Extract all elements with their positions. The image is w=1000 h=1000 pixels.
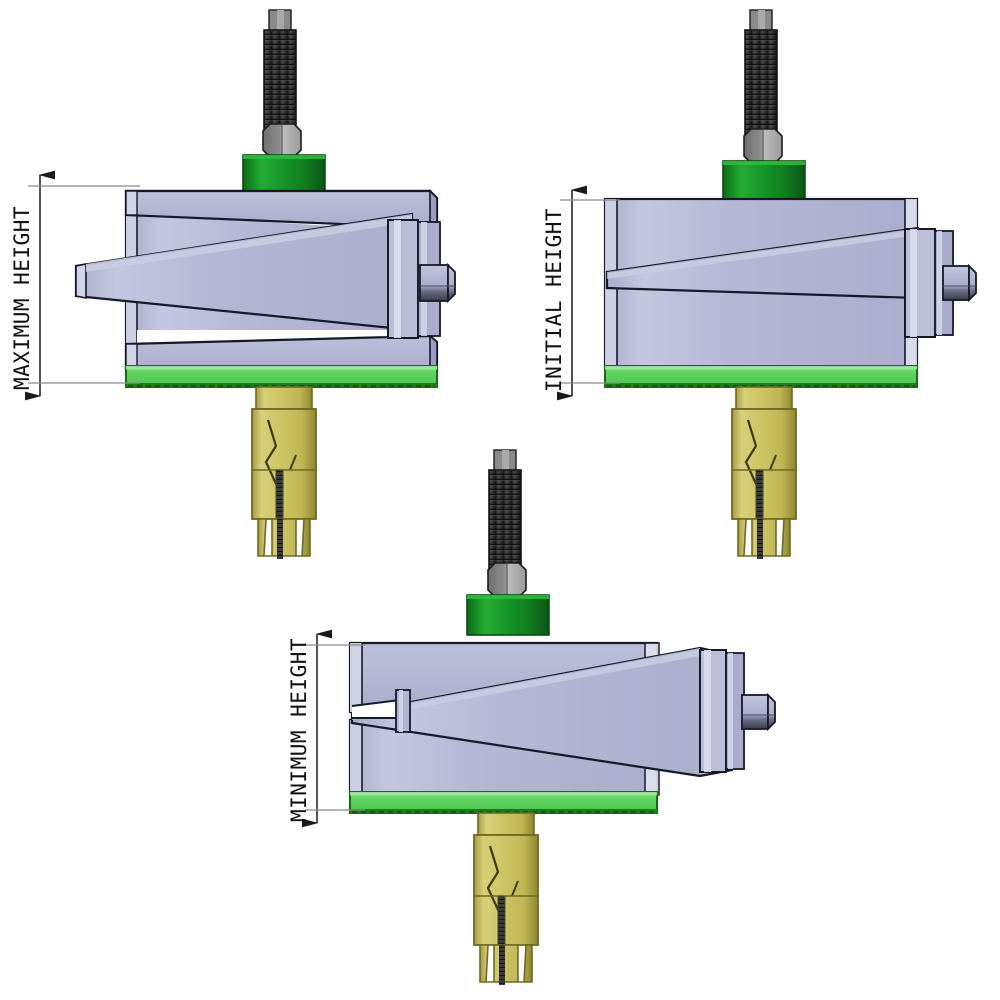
green-base-plate (604, 365, 918, 388)
wedge-slide (74, 212, 414, 332)
hex-nut (743, 128, 783, 164)
maximum-height-view: MAXIMUM HEIGHT (10, 9, 456, 559)
dimension-maximum-height: MAXIMUM HEIGHT (10, 170, 140, 401)
wedge-slide (605, 226, 920, 300)
green-collar (722, 160, 806, 202)
dimension-label-initial-height: INITIAL HEIGHT (542, 208, 566, 392)
expansion-anchor (251, 386, 317, 559)
dimension-label-minimum-height: MINIMUM HEIGHT (287, 638, 311, 822)
minimum-height-view: MINIMUM HEIGHT (287, 449, 776, 985)
threaded-rod (488, 449, 522, 571)
wedge-rib (699, 649, 745, 773)
initial-height-view: INITIAL HEIGHT (542, 9, 977, 559)
side-hex-bolt (419, 262, 456, 304)
green-base-plate (125, 365, 438, 388)
dimension-label-maximum-height: MAXIMUM HEIGHT (10, 206, 34, 390)
dimension-initial-height: INITIAL HEIGHT (542, 185, 620, 401)
dimension-minimum-height: MINIMUM HEIGHT (287, 629, 365, 828)
expansion-anchor (731, 386, 797, 559)
hex-nut (487, 562, 527, 598)
threaded-rod (263, 9, 297, 132)
wedge-slide (350, 646, 734, 778)
side-hex-bolt (942, 263, 977, 303)
green-collar (466, 594, 550, 636)
green-base-plate (349, 791, 658, 814)
side-hex-bolt (741, 692, 776, 732)
threaded-rod (744, 9, 778, 137)
hex-nut (262, 123, 302, 158)
green-collar (242, 154, 326, 194)
expansion-anchor (473, 812, 539, 985)
